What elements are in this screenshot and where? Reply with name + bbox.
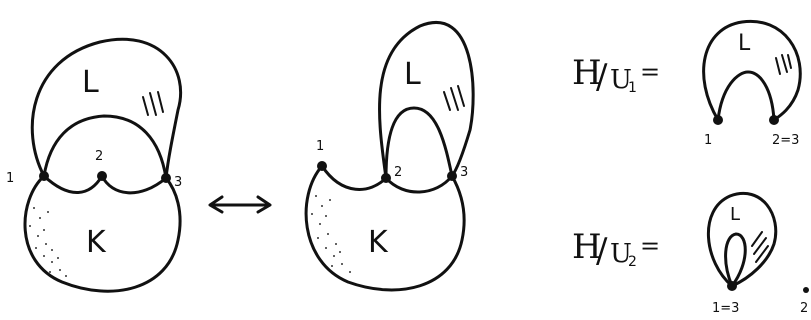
middle-k-outer-loop (304, 164, 466, 292)
quotient-2-inner-loop (724, 232, 747, 288)
middle-edge-1-2 (320, 164, 388, 191)
left-hatch-3 (157, 91, 164, 113)
middle-vertex-2 (381, 173, 391, 183)
quotient-2-hatch-2 (753, 237, 767, 255)
middle-hatch-3 (457, 85, 465, 107)
quotient-2-vertex-label-13: 1=3 (712, 301, 739, 316)
middle-l-label: L (404, 57, 421, 92)
equivalence-arrow (208, 195, 272, 214)
left-hatch-1 (142, 96, 149, 116)
quotient-2-h: H (572, 227, 602, 267)
left-k-label: K (86, 225, 107, 260)
quotient-1-slash: / (596, 57, 608, 97)
quotient-1: H / U 1 = L 1 2=3 (572, 19, 802, 148)
quotient-2-outer-loop (707, 192, 778, 288)
quotient-2-group: U (610, 239, 632, 269)
left-l-inner-arc (42, 114, 168, 180)
quotient-1-equals: = (640, 58, 660, 86)
quotient-1-hatch-1 (775, 57, 781, 75)
left-diagram: L K 1 2 3 (6, 37, 183, 293)
quotient-2-vertex-label-2: 2 (800, 301, 808, 316)
middle-vertex-label-3: 3 (460, 165, 468, 180)
middle-stipple (311, 195, 351, 273)
quotient-1-inner-arc (716, 70, 776, 122)
middle-vertex-3 (447, 171, 457, 181)
quotient-2-equals: = (640, 232, 660, 260)
quotient-1-subscript: 1 (628, 80, 637, 96)
left-l-outer-loop (30, 37, 183, 180)
quotient-1-vertex-label-23: 2=3 (772, 133, 799, 148)
quotient-2-l-label: L (730, 204, 740, 225)
left-stipple (29, 207, 67, 277)
middle-vertex-label-1: 1 (316, 139, 324, 154)
left-vertex-3 (161, 173, 171, 183)
quotient-1-vertex-23 (769, 115, 779, 125)
quotient-1-h: H (572, 53, 602, 93)
quotient-2-vertex-13 (727, 281, 737, 291)
middle-k-label: K (368, 225, 389, 260)
left-vertex-label-1: 1 (6, 171, 14, 186)
middle-vertex-label-2: 2 (394, 165, 402, 180)
left-vertex-1 (39, 171, 49, 181)
middle-vertex-1 (317, 161, 327, 171)
quotient-2-slash: / (596, 231, 608, 271)
quotient-2: H / U 2 = L 1=3 2 (572, 192, 809, 316)
middle-hatch-1 (443, 91, 451, 111)
quotient-1-group: U (610, 65, 632, 95)
quotient-1-hatch-2 (781, 54, 788, 73)
left-vertex-label-3: 3 (174, 175, 182, 190)
left-vertex-2 (97, 171, 107, 181)
middle-l-inner-loop (384, 106, 454, 180)
quotient-1-vertex-label-1: 1 (704, 133, 712, 148)
quotient-1-hatch-3 (787, 54, 792, 69)
middle-diagram: L K 1 2 3 (304, 21, 475, 292)
quotient-1-outer-loop (702, 19, 802, 122)
quotient-2-vertex-2 (803, 287, 809, 293)
middle-edge-2-3 (384, 174, 454, 194)
quotient-2-hatch-3 (755, 245, 769, 263)
left-hatch-2 (149, 92, 157, 116)
quotient-1-vertex-1 (713, 115, 723, 125)
quotient-2-subscript: 2 (628, 254, 637, 270)
middle-l-outer-loop (378, 21, 475, 180)
middle-hatch-2 (450, 87, 459, 111)
left-vertex-label-2: 2 (95, 149, 103, 164)
quotient-1-l-label: L (738, 31, 751, 56)
left-l-label: L (82, 65, 99, 100)
quotient-2-hatch-1 (751, 231, 763, 247)
left-k-outer-loop (23, 174, 182, 293)
